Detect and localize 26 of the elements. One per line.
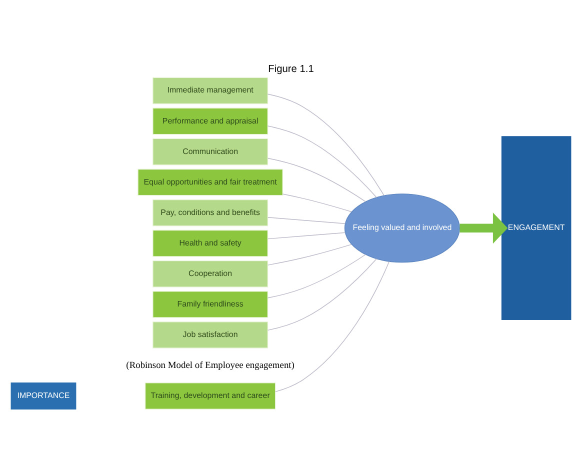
node-box: Performance and appraisal (152, 108, 268, 135)
node-box: Pay, conditions and benefits (152, 199, 268, 226)
connector (267, 258, 377, 331)
label: IMPORTANCE (17, 391, 70, 400)
connector (275, 261, 390, 392)
node-box: Training, development and career (144, 382, 276, 410)
connector (268, 232, 346, 240)
connector (267, 94, 384, 196)
connector (268, 217, 346, 224)
node-ellipse: Feeling valued and involved (344, 194, 460, 263)
node-box: Job satisfaction (152, 322, 268, 348)
caption: (Robinson Model of Employee engagement) (126, 360, 294, 371)
diagram-title: Figure 1.1 (268, 64, 314, 75)
connector (268, 254, 366, 298)
node-box: ENGAGEMENT (501, 136, 572, 320)
connector (282, 194, 352, 212)
node-box: Communication (152, 138, 268, 166)
connector (268, 244, 352, 266)
node-box: Immediate management (152, 77, 268, 104)
node-box: Health and safety (152, 230, 268, 257)
connector (268, 158, 366, 202)
connector (267, 126, 377, 198)
node-box: Cooperation (152, 260, 268, 288)
arrow (460, 212, 508, 244)
node-box: Family friendliness (152, 290, 268, 318)
node-box: Equal opportunities and fair treatment (138, 168, 283, 196)
